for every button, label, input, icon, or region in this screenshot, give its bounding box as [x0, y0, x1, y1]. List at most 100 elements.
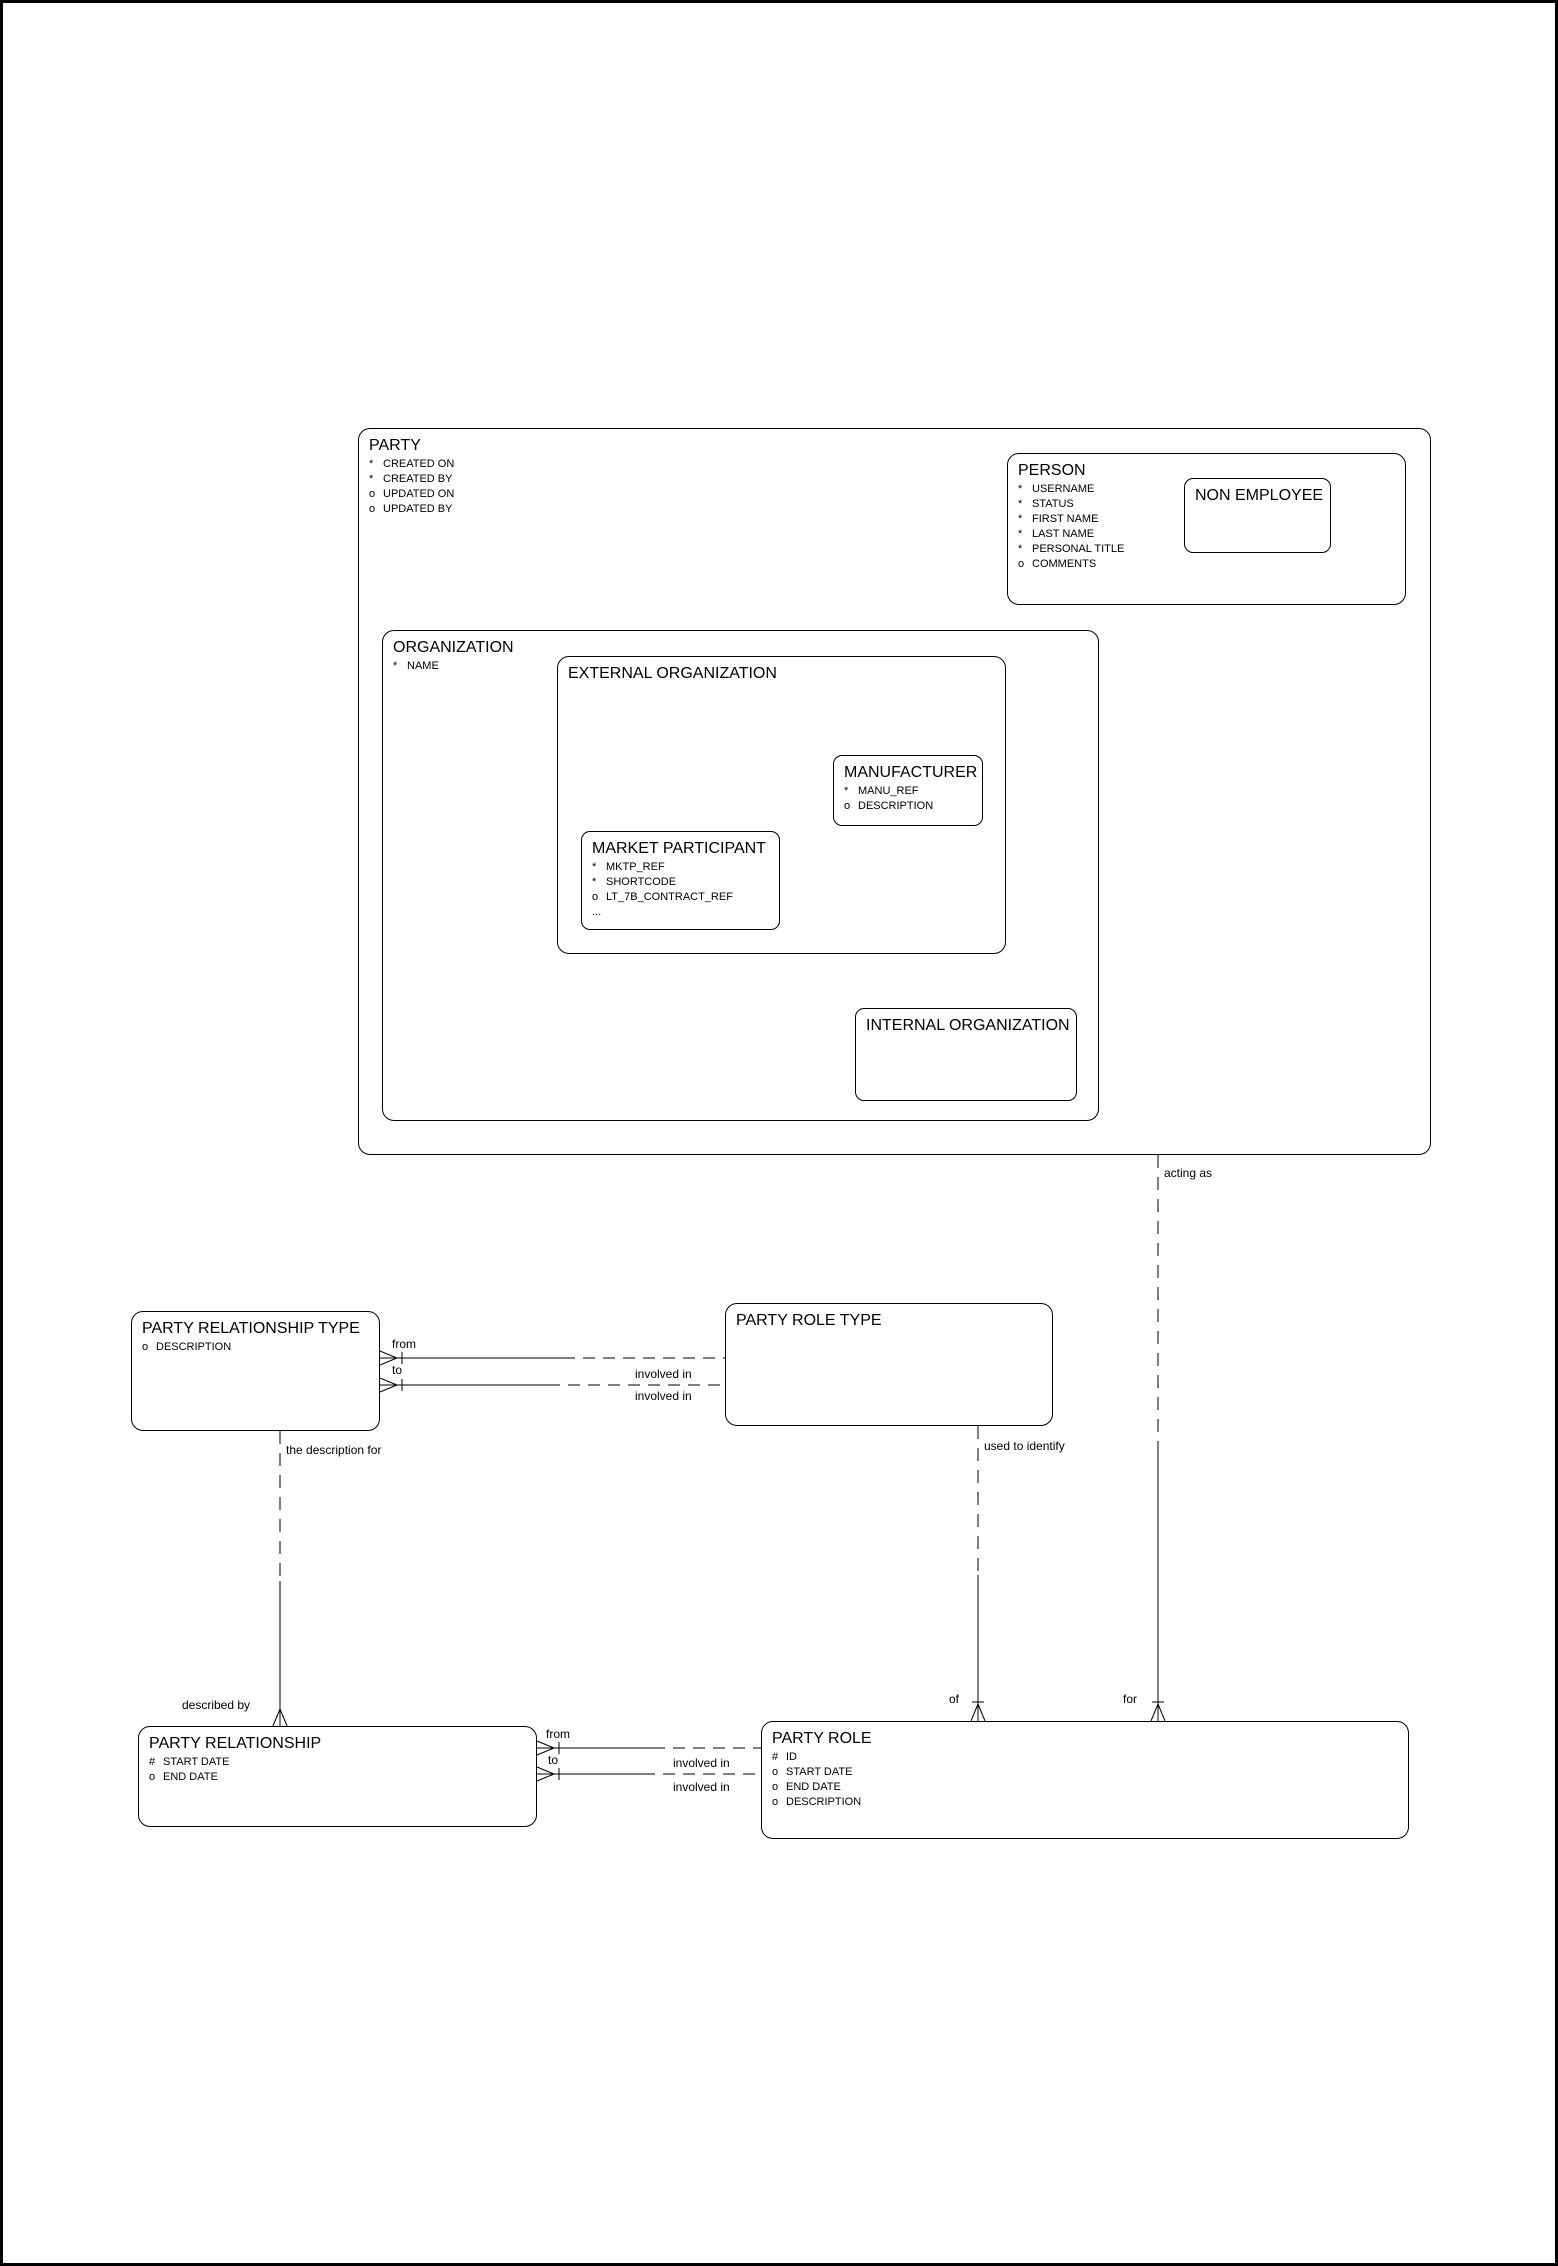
label-instance-from: from	[546, 1727, 570, 1741]
attr-row: * CREATED ON	[369, 457, 1424, 472]
connector-type-from	[379, 1350, 725, 1366]
attr-name: NAME	[407, 660, 439, 672]
attr-row-ellipsis: ...	[592, 905, 773, 920]
entity-internal-organization: INTERNAL ORGANIZATION	[855, 1008, 1077, 1101]
attr-row: *CREATED BY	[369, 472, 1424, 487]
label-for: for	[1123, 1692, 1138, 1706]
entity-organization: ORGANIZATION *NAME	[382, 630, 1099, 1121]
entity-manufacturer-title: MANUFACTURER	[844, 764, 978, 781]
label-instance-involved-in-a: involved in	[673, 1756, 730, 1770]
attr-row: * FIRST NAME	[1018, 512, 1399, 527]
label-instance-to: to	[548, 1753, 559, 1767]
entity-external-organization: EXTERNAL ORGANIZATION	[557, 656, 1006, 954]
attr-row: * STATUS	[1018, 497, 1399, 512]
attr-prefix: *	[369, 458, 374, 470]
label-type-involved-in-b: involved in	[635, 1389, 692, 1403]
attr-name: CREATED ON	[383, 458, 455, 470]
attr-prefix: o	[844, 800, 851, 812]
attr-prefix: #	[149, 1756, 156, 1768]
label-type-involved-in-a: involved in	[635, 1367, 692, 1381]
attr-row: o END DATE	[149, 1770, 530, 1785]
entity-person: PERSON *USERNAME *STATUS *FIRST NAME *LA…	[1007, 453, 1406, 605]
label-used-to-identify: used to identify	[984, 1439, 1065, 1453]
connector-of	[970, 1426, 986, 1722]
attr-prefix: #	[772, 1751, 779, 1763]
entity-organization-attrs: *NAME	[383, 656, 1098, 674]
entity-non-employee: NON EMPLOYEE	[1184, 478, 1331, 553]
attr-name: COMMENTS	[1032, 558, 1097, 570]
attr-row: # ID	[772, 1750, 1402, 1765]
attr-name: SHORTCODE	[606, 876, 677, 888]
attr-row: * LAST NAME	[1018, 527, 1399, 542]
attr-prefix: o	[772, 1766, 779, 1778]
label-type-from: from	[392, 1337, 416, 1351]
attr-row: * MKTP_REF	[592, 860, 773, 875]
attr-name: START DATE	[163, 1756, 230, 1768]
attr-prefix: o	[149, 1771, 156, 1783]
entity-person-attrs: * USERNAME * STATUS * FIRST NAME * LAST NAME…	[1008, 479, 1405, 572]
attr-prefix: *	[592, 861, 597, 873]
attr-name: STATUS	[1032, 498, 1074, 510]
attr-row: *NAME	[393, 659, 1092, 674]
attr-prefix: *	[1018, 543, 1023, 555]
attr-name: UPDATED ON	[383, 488, 455, 500]
attr-prefix: *	[1018, 483, 1023, 495]
attr-row: # START DATE	[149, 1755, 530, 1770]
attr-prefix: *	[1018, 513, 1023, 525]
connector-for	[1150, 1155, 1166, 1722]
entity-party-role-type-title: PARTY ROLE TYPE	[736, 1312, 882, 1329]
attr-prefix: o	[142, 1341, 149, 1353]
attr-row: o DESCRIPTION	[844, 799, 976, 814]
attr-name: MANU_REF	[858, 785, 919, 797]
attr-name: END DATE	[786, 1781, 841, 1793]
attr-ellipsis: ...	[592, 906, 602, 918]
entity-non-employee-title: NON EMPLOYEE	[1195, 487, 1324, 504]
attr-row: o END DATE	[772, 1780, 1402, 1795]
attr-name: FIRST NAME	[1032, 513, 1099, 525]
label-of: of	[949, 1692, 960, 1706]
attr-prefix: *	[592, 876, 597, 888]
attr-row: * USERNAME	[1018, 482, 1399, 497]
entity-market-participant-title: MARKET PARTICIPANT	[592, 840, 766, 857]
entity-external-organization-title: EXTERNAL ORGANIZATION	[568, 665, 777, 682]
attr-prefix: o	[592, 891, 599, 903]
attr-name: USERNAME	[1032, 483, 1095, 495]
attr-name: ID	[786, 1751, 797, 1763]
attr-name: DESCRIPTION	[858, 800, 934, 812]
label-type-to: to	[392, 1363, 403, 1377]
connector-described-by	[272, 1431, 288, 1727]
label-the-description-for: the description for	[286, 1443, 382, 1457]
label-acting-as: acting as	[1164, 1166, 1213, 1180]
connector-instance-from	[536, 1740, 761, 1756]
attr-prefix: *	[1018, 498, 1023, 510]
attr-prefix: o	[1018, 558, 1025, 570]
attr-name: LT_7B_CONTRACT_REF	[606, 891, 733, 903]
attr-name: MKTP_REF	[606, 861, 665, 873]
attr-name: END DATE	[163, 1771, 218, 1783]
attr-prefix: o	[772, 1781, 779, 1793]
attr-name: PERSONAL TITLE	[1032, 543, 1125, 555]
attr-row: * PERSONAL TITLE	[1018, 542, 1399, 557]
entity-party-role-type: PARTY ROLE TYPE	[725, 1303, 1053, 1426]
attr-row: o UPDATED ON	[369, 487, 1424, 502]
entity-market-participant: MARKET PARTICIPANT *MKTP_REF *SHORTCODE …	[581, 831, 780, 930]
attr-name: CREATED BY	[383, 473, 453, 485]
attr-name: LAST NAME	[1032, 528, 1095, 540]
attr-prefix: o	[369, 488, 376, 500]
attr-prefix: *	[1018, 528, 1023, 540]
attr-name: UPDATED BY	[383, 503, 453, 515]
entity-party-relationship-attrs: # START DATE o END DATE	[139, 1752, 536, 1785]
label-described-by: described by	[182, 1698, 251, 1712]
